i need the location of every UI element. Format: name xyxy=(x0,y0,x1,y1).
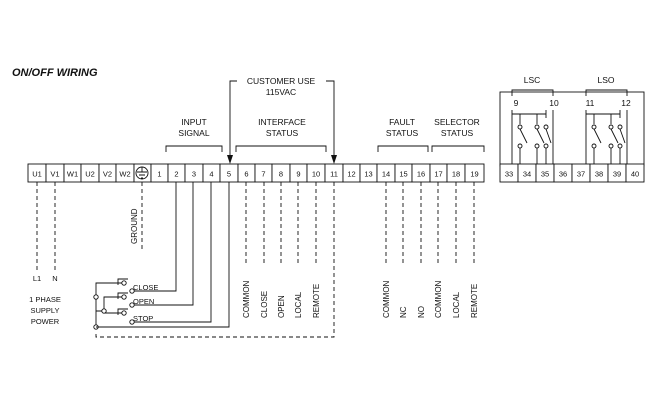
interface-status-label-2: STATUS xyxy=(266,128,299,138)
selector-status-bracket xyxy=(431,145,485,152)
lsc-number-left: 9 xyxy=(514,98,519,108)
status-output-label: REMOTE xyxy=(470,284,479,318)
terminal-label: 5 xyxy=(227,170,231,179)
fault-status-bracket xyxy=(377,145,429,152)
customer-use-voltage: 115VAC xyxy=(266,87,296,97)
lsc-switch-contacts xyxy=(511,110,554,166)
terminal-label: 14 xyxy=(382,170,390,179)
customer-use-return-wire xyxy=(95,182,335,338)
terminal-label: 13 xyxy=(364,170,372,179)
terminal-label: W1 xyxy=(67,170,78,179)
limit-terminal-strip: 33 34 35 36 37 38 39 40 xyxy=(499,163,645,183)
arrow-icon xyxy=(331,155,337,164)
status-output-label: NC xyxy=(399,306,408,318)
terminal-label: 9 xyxy=(296,170,300,179)
status-output-label: REMOTE xyxy=(312,284,321,318)
limit-terminal-label: 34 xyxy=(523,170,531,179)
terminal-label: 7 xyxy=(261,170,265,179)
customer-use-label: CUSTOMER USE xyxy=(247,76,316,86)
limit-terminal-label: 40 xyxy=(631,170,639,179)
lso-bracket xyxy=(585,89,628,96)
arrow-icon xyxy=(227,155,233,164)
input-switch-circuit xyxy=(93,182,230,330)
status-output-wires xyxy=(245,182,475,265)
limit-terminal-label: 39 xyxy=(613,170,621,179)
status-output-label: CLOSE xyxy=(260,291,269,318)
stop-switch-label: STOP xyxy=(133,314,153,323)
terminal-label: 1 xyxy=(157,170,161,179)
limit-terminal-label: 35 xyxy=(541,170,549,179)
limit-terminal-cell xyxy=(625,163,645,183)
terminal-label: 16 xyxy=(417,170,425,179)
status-output-label: COMMON xyxy=(382,280,391,318)
terminal-label: W2 xyxy=(119,170,130,179)
selector-status-label: SELECTOR xyxy=(434,117,480,127)
terminal-label: 11 xyxy=(330,170,338,179)
lsc-number-right: 10 xyxy=(549,98,559,108)
lsc-label: LSC xyxy=(524,75,541,85)
terminal-label: 3 xyxy=(192,170,196,179)
interface-status-bracket xyxy=(235,145,327,152)
terminal-label: 18 xyxy=(452,170,460,179)
terminal-label: 17 xyxy=(434,170,442,179)
lso-number-left: 11 xyxy=(586,98,595,108)
open-switch-label: OPEN xyxy=(133,297,154,306)
limit-terminal-label: 36 xyxy=(559,170,567,179)
input-signal-label-2: SIGNAL xyxy=(178,128,209,138)
ground-icon xyxy=(135,166,149,180)
terminal-label: 6 xyxy=(244,170,248,179)
interface-status-label: INTERFACE xyxy=(258,117,306,127)
lso-switch-contacts xyxy=(585,110,628,166)
input-signal-label: INPUT xyxy=(181,117,207,127)
supply-wires xyxy=(36,182,56,272)
close-switch-label: CLOSE xyxy=(133,283,158,292)
fault-status-label-2: STATUS xyxy=(386,128,419,138)
terminal-label: U1 xyxy=(32,170,42,179)
status-output-label: LOCAL xyxy=(452,291,461,318)
terminal-label: 2 xyxy=(174,170,178,179)
status-output-label: NO xyxy=(417,306,426,318)
terminal-label: 10 xyxy=(312,170,320,179)
limit-terminal-label: 38 xyxy=(595,170,603,179)
terminal-label: 8 xyxy=(279,170,283,179)
lsc-bracket xyxy=(511,89,554,96)
limit-terminal-label: 33 xyxy=(505,170,513,179)
status-output-label: LOCAL xyxy=(294,291,303,318)
ground-label: GROUND xyxy=(130,208,139,244)
status-output-labels: COMMON CLOSE OPEN LOCAL REMOTE COMMON NC NO COMM… xyxy=(242,280,479,318)
terminal-label: V1 xyxy=(50,170,59,179)
l1-label: L1 xyxy=(33,274,41,283)
supply-label-3: POWER xyxy=(31,317,60,326)
diagram-title: ON/OFF WIRING xyxy=(12,67,98,79)
supply-label-2: SUPPLY xyxy=(30,306,59,315)
status-output-label: COMMON xyxy=(434,280,443,318)
n-label: N xyxy=(52,274,57,283)
terminal-label: 4 xyxy=(209,170,213,179)
fault-status-label: FAULT xyxy=(389,117,415,127)
customer-use-bracket xyxy=(229,80,335,162)
terminal-label: 19 xyxy=(470,170,478,179)
limit-terminal-label: 37 xyxy=(577,170,585,179)
terminal-cell xyxy=(464,163,485,183)
lso-label: LSO xyxy=(597,75,614,85)
terminal-label: V2 xyxy=(103,170,112,179)
selector-status-label-2: STATUS xyxy=(441,128,474,138)
terminal-label: 15 xyxy=(399,170,407,179)
status-output-label: COMMON xyxy=(242,280,251,318)
status-output-label: OPEN xyxy=(277,295,286,318)
input-signal-bracket xyxy=(165,145,223,152)
supply-label-1: 1 PHASE xyxy=(29,295,61,304)
lso-number-right: 12 xyxy=(621,98,631,108)
terminal-label: 12 xyxy=(347,170,355,179)
terminal-label: U2 xyxy=(85,170,95,179)
